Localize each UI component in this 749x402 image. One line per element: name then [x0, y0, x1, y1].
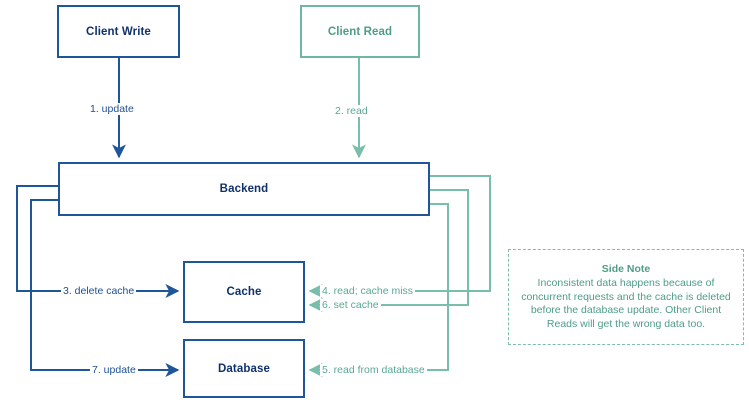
- node-client-read-label: Client Read: [327, 25, 393, 38]
- node-backend-label: Backend: [219, 183, 269, 195]
- edge-label-1-update: 1. update: [88, 103, 136, 115]
- node-database-label: Database: [218, 362, 270, 375]
- edge-6-set-cache-path: [308, 189, 469, 312]
- node-database[interactable]: Database: [183, 339, 305, 398]
- node-backend[interactable]: Backend: [58, 162, 430, 216]
- node-client-write[interactable]: Client Write: [57, 5, 180, 58]
- edge-label-7-update: 7. update: [90, 364, 138, 376]
- edge-label-3-delete-cache: 3. delete cache: [61, 285, 137, 297]
- edge-label-2-read: 2. read: [333, 105, 370, 117]
- node-client-read[interactable]: Client Read: [300, 5, 420, 58]
- side-note-title: Side Note: [601, 263, 651, 275]
- side-note-body: Inconsistent data happens because of con…: [521, 277, 731, 330]
- node-cache-label: Cache: [226, 286, 262, 298]
- side-note-box: Side Note Inconsistent data happens beca…: [508, 249, 744, 345]
- edge-label-4-read-cache-miss: 4. read; cache miss: [320, 285, 416, 297]
- edge-label-6-set-cache: 6. set cache: [320, 299, 381, 311]
- node-client-write-label: Client Write: [86, 25, 151, 38]
- edge-label-5-read-from-database: 5. read from database: [320, 364, 427, 376]
- node-cache[interactable]: Cache: [183, 261, 305, 323]
